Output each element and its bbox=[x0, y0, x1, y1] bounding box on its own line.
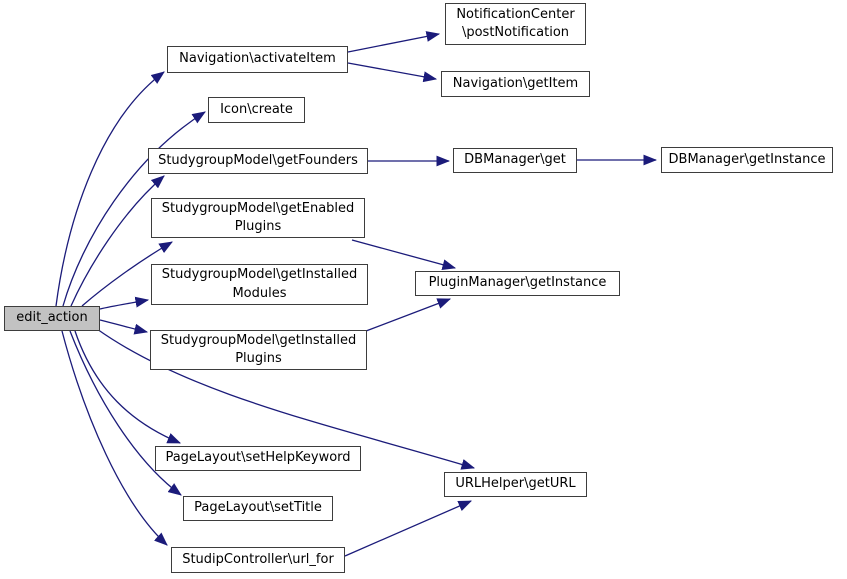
node-dbmanager-getinstance-label: DBManager\getInstance bbox=[668, 151, 826, 167]
node-navigation-getitem[interactable]: Navigation\getItem bbox=[441, 71, 590, 97]
edge-studygroupmodel-getinstalledplugins-to-pluginmanager-getinstance bbox=[365, 298, 452, 332]
edge-edit_action-to-studipcontroller-url_for bbox=[61, 330, 168, 546]
node-studygroupmodel-getfounders-label: StudygroupModel\getFounders bbox=[158, 152, 358, 168]
node-studipcontroller-url_for[interactable]: StudipController\url_for bbox=[171, 547, 345, 573]
edge-navigation-activateitem-to-navigation-getitem bbox=[347, 62, 438, 83]
node-pagelayout-sethelpkeyword-label: PageLayout\setHelpKeyword bbox=[165, 450, 351, 466]
node-navigation-activateitem-label: Navigation\activateItem bbox=[179, 51, 336, 67]
node-pagelayout-settitle[interactable]: PageLayout\setTitle bbox=[183, 496, 333, 521]
node-pagelayout-sethelpkeyword[interactable]: PageLayout\setHelpKeyword bbox=[155, 446, 361, 471]
edge-edit_action-to-studygroupmodel-getfounders bbox=[70, 175, 165, 307]
node-studygroupmodel-getenabledplugins-label: StudygroupModel\getEnabled Plugins bbox=[161, 200, 355, 234]
edge-studipcontroller-url_for-to-urlhelper-geturl bbox=[344, 500, 473, 557]
node-studygroupmodel-getfounders[interactable]: StudygroupModel\getFounders bbox=[148, 148, 368, 174]
node-icon-create[interactable]: Icon\create bbox=[208, 97, 305, 123]
edge-edit_action-to-studygroupmodel-getenabledplugins bbox=[81, 241, 173, 307]
edge-navigation-activateitem-to-notificationcenter-postnotification bbox=[347, 31, 441, 53]
edge-studygroupmodel-getenabledplugins-to-pluginmanager-getinstance bbox=[351, 239, 457, 270]
node-studygroupmodel-getenabledplugins[interactable]: StudygroupModel\getEnabled Plugins bbox=[151, 198, 365, 238]
node-edit-action-label: edit_action bbox=[16, 310, 88, 326]
node-pluginmanager-getinstance-label: PluginManager\getInstance bbox=[428, 275, 607, 291]
node-navigation-activateitem[interactable]: Navigation\activateItem bbox=[167, 46, 348, 73]
node-notificationcenter-postnotification[interactable]: NotificationCenter \postNotification bbox=[445, 3, 586, 45]
node-edit-action[interactable]: edit_action bbox=[4, 306, 100, 331]
edge-edit_action-to-studygroupmodel-getinstalledmodules bbox=[99, 296, 150, 310]
node-urlhelper-geturl-label: URLHelper\getURL bbox=[455, 476, 576, 492]
edge-edit_action-to-pagelayout-sethelpkeyword bbox=[74, 330, 182, 444]
node-dbmanager-get-label: DBManager\get bbox=[464, 152, 566, 168]
node-notificationcenter-postnotification-label: NotificationCenter \postNotification bbox=[456, 6, 575, 40]
node-icon-create-label: Icon\create bbox=[220, 101, 293, 117]
edge-edit_action-to-icon-create bbox=[62, 111, 206, 307]
node-studygroupmodel-getinstalledplugins-label: StudygroupModel\getInstalled Plugins bbox=[160, 332, 357, 366]
node-urlhelper-geturl[interactable]: URLHelper\getURL bbox=[444, 472, 587, 497]
edge-edit_action-to-navigation-activateitem bbox=[55, 71, 165, 307]
node-dbmanager-getinstance[interactable]: DBManager\getInstance bbox=[661, 147, 833, 173]
node-studygroupmodel-getinstalledplugins[interactable]: StudygroupModel\getInstalled Plugins bbox=[150, 330, 367, 370]
node-studygroupmodel-getinstalledmodules-label: StudygroupModel\getInstalled Modules bbox=[161, 267, 358, 301]
edge-edit_action-to-pagelayout-settitle bbox=[69, 330, 182, 496]
edge-edit_action-to-studygroupmodel-getinstalledplugins bbox=[99, 319, 149, 335]
node-studipcontroller-url_for-label: StudipController\url_for bbox=[182, 551, 334, 567]
node-pluginmanager-getinstance[interactable]: PluginManager\getInstance bbox=[415, 271, 620, 296]
node-dbmanager-get[interactable]: DBManager\get bbox=[453, 148, 577, 173]
node-studygroupmodel-getinstalledmodules[interactable]: StudygroupModel\getInstalled Modules bbox=[151, 264, 368, 305]
node-navigation-getitem-label: Navigation\getItem bbox=[452, 75, 579, 91]
node-pagelayout-settitle-label: PageLayout\setTitle bbox=[194, 500, 322, 516]
edge-edit_action-to-urlhelper-geturl bbox=[96, 328, 476, 470]
